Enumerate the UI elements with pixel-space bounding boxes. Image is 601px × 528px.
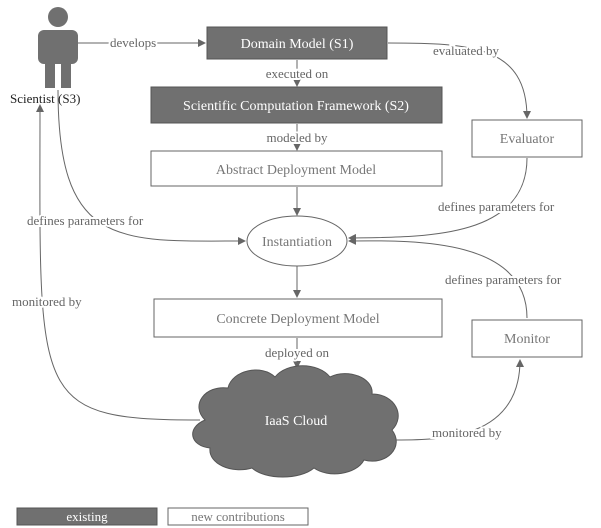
concrete-model-label: Concrete Deployment Model	[216, 312, 379, 327]
framework-label: Scientific Computation Framework (S2)	[183, 99, 409, 114]
edge-monitor-defines-params	[348, 236, 528, 319]
label-monitor-defines-params: defines parameters for	[445, 272, 562, 287]
evaluator-label: Evaluator	[500, 132, 555, 147]
scientist-torso-icon	[38, 30, 78, 64]
evaluator-box	[471, 119, 583, 158]
domain-model-box	[206, 26, 388, 60]
scientist-label: Scientist (S3)	[10, 91, 80, 106]
label-evaluator-defines-params: defines parameters for	[438, 199, 555, 214]
label-scientist-defines-params: defines parameters for	[27, 213, 144, 228]
label-evaluated-by: evaluated by	[433, 43, 500, 58]
legend-new-label: new contributions	[191, 509, 285, 524]
concrete-model-box	[153, 298, 443, 338]
instantiation-label: Instantiation	[262, 235, 332, 250]
framework-box	[150, 86, 443, 124]
label-executed-on: executed on	[266, 66, 329, 81]
iaas-cloud-shape	[192, 365, 399, 478]
legend: existing new contributions	[16, 507, 309, 526]
legend-new-swatch	[167, 507, 309, 526]
scientist-head-icon	[48, 7, 68, 27]
monitor-box	[471, 319, 583, 358]
label-cloud-monitored-by: monitored by	[432, 425, 502, 440]
iaas-cloud-label: IaaS Cloud	[265, 414, 328, 429]
label-deployed-on: deployed on	[265, 345, 329, 360]
edge-cloud-monitored-by	[394, 359, 524, 441]
scientist-leg-left-icon	[45, 60, 55, 88]
instantiation-node	[246, 215, 348, 267]
domain-model-label: Domain Model (S1)	[241, 37, 354, 52]
monitor-label: Monitor	[504, 332, 550, 347]
edge-evaluator-defines-params	[348, 157, 528, 242]
legend-existing-label: existing	[66, 509, 108, 524]
edges	[35, 39, 531, 441]
scientist-leg-right-icon	[61, 60, 71, 88]
edge-scientist-defines-params	[57, 89, 246, 246]
label-develops: develops	[110, 35, 156, 50]
edge-scientist-monitored-by	[35, 104, 201, 421]
abstract-model-label: Abstract Deployment Model	[216, 163, 376, 178]
abstract-model-box	[150, 150, 443, 187]
label-scientist-monitored-by: monitored by	[12, 294, 82, 309]
edge-evaluated-by	[387, 42, 531, 119]
scientist-figure	[38, 7, 78, 88]
label-modeled-by: modeled by	[266, 130, 328, 145]
legend-existing-swatch	[16, 507, 158, 526]
